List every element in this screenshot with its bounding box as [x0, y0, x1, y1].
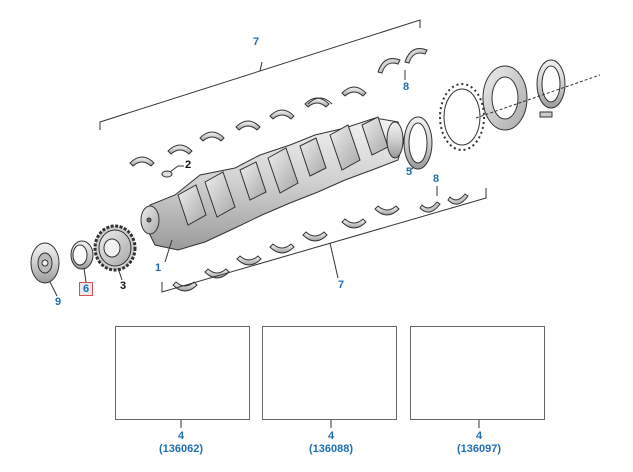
callout-line-6 — [83, 267, 87, 283]
kit-3-number: 4 — [475, 430, 483, 442]
kit-2-part: (136088) — [308, 443, 354, 455]
crank-gear — [93, 224, 137, 272]
kit-label-1: 4 (136062) — [121, 430, 241, 456]
callout-5: 5 — [406, 166, 413, 178]
thrust-washers-right — [419, 193, 469, 213]
thrust-washers-top — [377, 48, 428, 74]
vibration-damper — [30, 242, 60, 284]
kit-label-3: 4 (136097) — [419, 430, 539, 456]
callout-7-top: 7 — [253, 36, 260, 48]
callout-3: 3 — [120, 280, 127, 292]
callout-7-bottom: 7 — [338, 279, 345, 291]
callout-8-right: 8 — [433, 173, 440, 185]
kit-1-part: (136062) — [158, 443, 204, 455]
callout-1: 1 — [155, 262, 162, 274]
kit-1-number: 4 — [177, 430, 185, 442]
kit-box-136097 — [410, 326, 545, 420]
lower-bearing-shells — [172, 205, 400, 292]
kit-2-number: 4 — [327, 430, 335, 442]
callout-line-2 — [169, 165, 184, 173]
kit-box-136062 — [115, 326, 250, 420]
rear-seal — [403, 116, 433, 170]
upper-bearing-bracket — [99, 19, 421, 130]
lower-bearing-bracket — [161, 188, 487, 293]
upper-bearing-shells — [129, 86, 367, 167]
dowel-pin — [161, 170, 173, 178]
callout-8-top: 8 — [403, 81, 410, 93]
rear-housing-parts — [439, 59, 601, 151]
crankshaft — [140, 116, 405, 251]
callout-6-highlighted[interactable]: 6 — [79, 282, 94, 296]
callout-line-1 — [164, 239, 173, 263]
callout-line-5 — [409, 167, 414, 171]
kit-box-136088 — [262, 326, 397, 420]
callout-9: 9 — [55, 296, 62, 308]
kit-label-2: 4 (136088) — [271, 430, 391, 456]
kit-3-part: (136097) — [456, 443, 502, 455]
callout-line-3 — [117, 267, 123, 281]
front-seal — [70, 240, 94, 270]
callout-2: 2 — [185, 159, 192, 171]
callout-line-9 — [49, 281, 58, 297]
